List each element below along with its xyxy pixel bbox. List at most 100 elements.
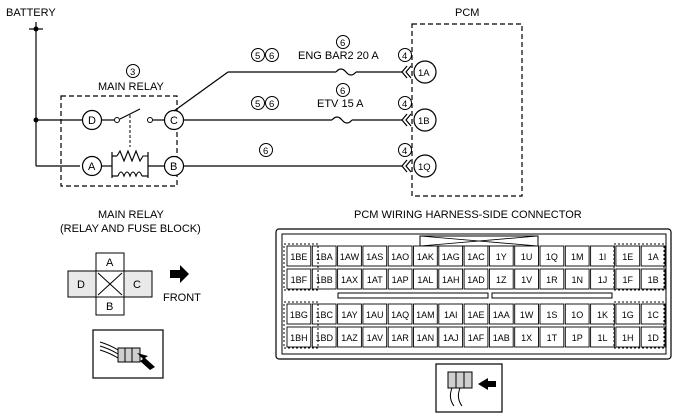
pcm-connector-cell xyxy=(362,268,388,290)
pcm-connector-cell xyxy=(514,245,539,267)
pcm-connector-cell xyxy=(640,245,666,267)
pcm-connector-cell xyxy=(286,245,312,267)
pcm-connector-pin-label: 1N xyxy=(571,275,583,285)
ref-pin1q: 4 xyxy=(402,146,407,157)
ref-main-relay: 3 xyxy=(130,67,135,78)
pcm-connector-cell xyxy=(387,245,413,267)
pcm-connector-pin-label: 1Z xyxy=(496,275,507,285)
pcm-connector-cell xyxy=(615,303,641,325)
pin-1q-label: 1Q xyxy=(418,162,431,173)
pcm-connector-pin-label: 1A xyxy=(648,252,659,262)
pcm-connector-cell xyxy=(438,268,464,290)
pcm-connector-cell xyxy=(564,303,590,325)
pcm-pin-1q: 4 1Q xyxy=(398,143,437,178)
pcm-plug-icon xyxy=(435,363,503,413)
relay-terminal-b: B xyxy=(170,161,177,173)
pcm-connector-cell xyxy=(337,303,362,325)
fuse-etv-label: ETV 15 A xyxy=(317,98,364,110)
pcm-connector-pin-label: 1AZ xyxy=(341,333,358,343)
pcm-connector-cell xyxy=(413,326,438,348)
pcm-connector-pin-label: 1BA xyxy=(316,252,333,262)
pcm-connector-cell xyxy=(463,268,489,290)
pcm-connector-pin-label: 1AS xyxy=(366,252,383,262)
ref-pin1b: 4 xyxy=(402,99,407,110)
ref-line3: 6 xyxy=(263,146,268,157)
pcm-connector-pin-label: 1I xyxy=(599,252,607,262)
relay-plug-icon xyxy=(92,329,164,379)
pcm-connector-pin-label: 1L xyxy=(597,333,607,343)
pcm-connector-cell xyxy=(387,268,413,290)
pcm-connector-cell xyxy=(413,303,438,325)
pcm-connector-pin-label: 1AV xyxy=(367,333,383,343)
pcm-connector-cell xyxy=(463,245,489,267)
relay-connector-caption-2: (RELAY AND FUSE BLOCK) xyxy=(60,223,201,235)
pcm-connector-pin-label: 1AD xyxy=(467,275,485,285)
pcm-connector-pin-label: 1H xyxy=(622,333,634,343)
pcm-connector-cell xyxy=(539,326,565,348)
main-relay-label: MAIN RELAY xyxy=(98,81,164,93)
ref-fuse1-a: 5 xyxy=(255,51,260,62)
pcm-connector-cell xyxy=(640,326,666,348)
pcm-connector-pin-label: 1AQ xyxy=(391,310,409,320)
main-relay: 3 MAIN RELAY D C A B xyxy=(60,64,185,187)
pcm-box xyxy=(411,23,523,197)
pcm-connector-pin-label: 1AC xyxy=(467,252,485,262)
pcm-connector-cell xyxy=(564,245,590,267)
pcm-connector-cell xyxy=(413,245,438,267)
pcm-connector-cell xyxy=(337,268,362,290)
pcm-label: PCM xyxy=(455,7,479,19)
pin-1a-label: 1A xyxy=(418,68,430,79)
pin-1b-label: 1B xyxy=(418,116,430,127)
pcm-connector-pin-label: 1BE xyxy=(290,252,307,262)
pcm-connector-cell xyxy=(387,326,413,348)
pcm-connector-cell xyxy=(640,303,666,325)
ref-pin1a: 4 xyxy=(402,51,407,62)
pcm-connector-pin-label: 1AU xyxy=(366,310,384,320)
pcm-connector-pin-label: 1AY xyxy=(341,310,357,320)
fuse-eng-bar2-label: ENG BAR2 20 A xyxy=(298,50,379,62)
pcm-connector-pin-label: 1U xyxy=(521,252,533,262)
ref-fuse1-b: 6 xyxy=(269,51,274,62)
pcm-connector-cell xyxy=(438,245,464,267)
ref-fuse2-a: 5 xyxy=(255,99,260,110)
pcm-connector-pin-label: 1AR xyxy=(391,333,409,343)
pcm-connector-pin-label: 1BF xyxy=(291,275,308,285)
relay-terminal-a: A xyxy=(88,161,96,173)
front-label: FRONT xyxy=(163,292,201,304)
pcm-connector-cell xyxy=(286,268,312,290)
pcm-connector-cell xyxy=(539,245,565,267)
pcm-connector-cell xyxy=(514,268,539,290)
pcm-connector-pin-label: 1AL xyxy=(417,275,433,285)
pcm-connector-pin-label: 1AK xyxy=(417,252,434,262)
pcm-connector-cell xyxy=(286,326,312,348)
pcm-connector-pin-label: 1R xyxy=(546,275,558,285)
relay-conn-d: D xyxy=(77,279,85,291)
ref-fuse1-top: 6 xyxy=(340,38,345,49)
pcm-connector-pin-label: 1C xyxy=(647,310,659,320)
pcm-pin-1b: 4 1B xyxy=(398,96,437,132)
pcm-connector-pin-label: 1AT xyxy=(367,275,383,285)
pcm-connector-pin-label: 1BD xyxy=(315,333,333,343)
pcm-connector-pin-label: 1Y xyxy=(496,252,507,262)
pcm-connector-pin-label: 1BC xyxy=(315,310,333,320)
pcm-connector-pin-label: 1B xyxy=(648,275,659,285)
pcm-connector-pin-label: 1AG xyxy=(442,252,460,262)
pcm-connector-pin-label: 1AB xyxy=(493,333,510,343)
pcm-connector-cell xyxy=(463,303,489,325)
pcm-connector-cell xyxy=(564,326,590,348)
front-arrow-icon xyxy=(170,265,189,283)
pcm-connector-cell xyxy=(488,245,514,267)
pcm-connector-cell xyxy=(362,326,388,348)
pcm-connector-cell xyxy=(615,268,641,290)
pcm-connector-cell xyxy=(564,268,590,290)
pcm-connector-cell xyxy=(615,326,641,348)
pcm-connector-pin-label: 1J xyxy=(598,275,608,285)
relay-connector-caption-1: MAIN RELAY xyxy=(98,209,164,221)
pcm-connector-cell xyxy=(615,245,641,267)
pcm-connector-cell xyxy=(539,303,565,325)
pcm-connector-cell xyxy=(488,326,514,348)
pcm-connector-pin-label: 1AN xyxy=(417,333,435,343)
pcm-connector-cell xyxy=(488,303,514,325)
